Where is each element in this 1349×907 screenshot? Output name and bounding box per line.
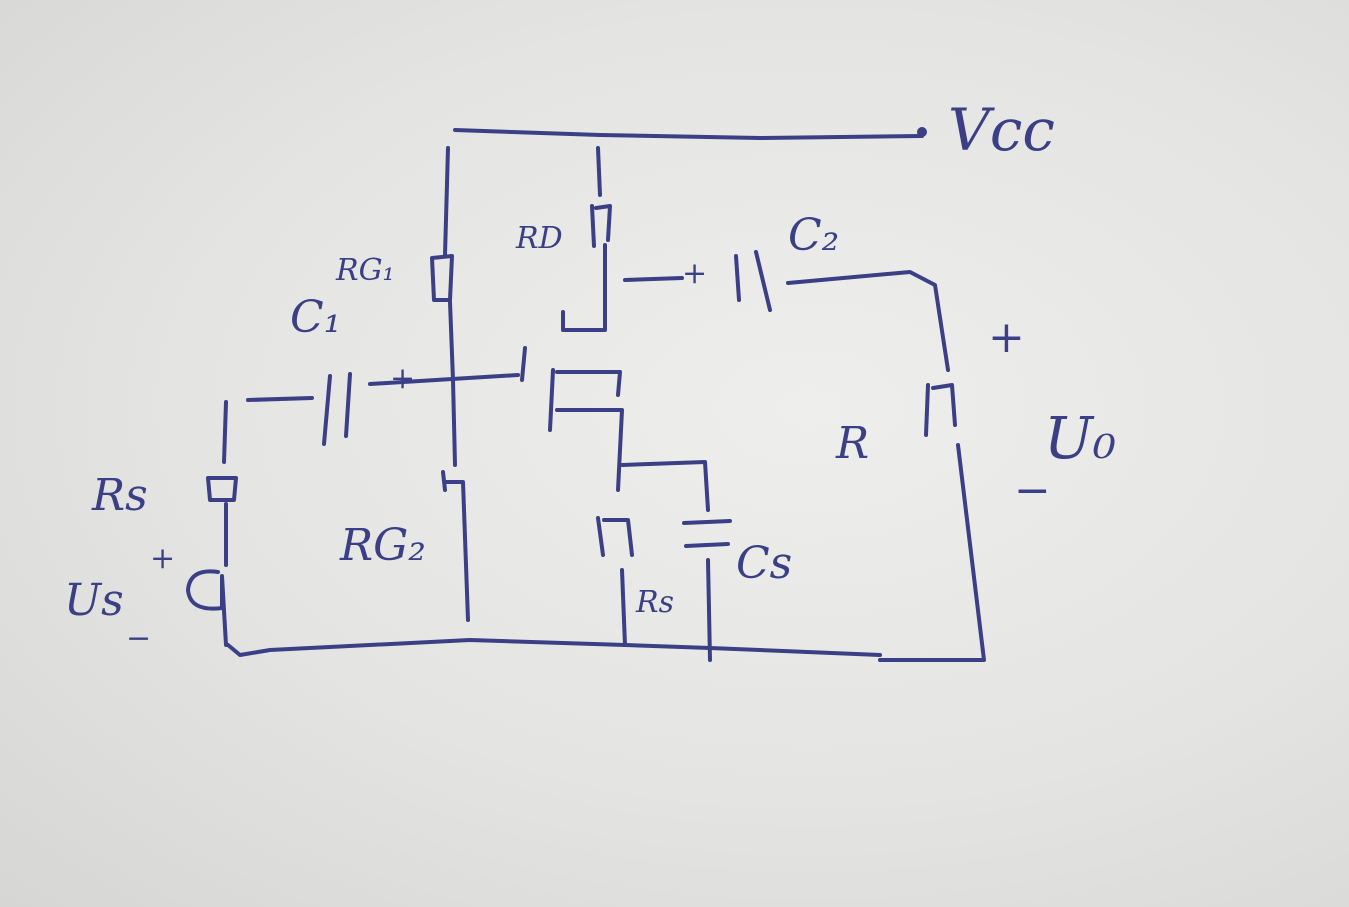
c1-wire-left — [246, 396, 314, 402]
source-wire-top — [222, 400, 228, 464]
gate-wire — [368, 373, 520, 386]
rs-bias-resistor — [596, 516, 634, 557]
rd-to-drain-wire — [561, 243, 607, 332]
uo-minus-sign: − — [1014, 465, 1051, 516]
load-r-label: R — [835, 418, 869, 469]
c2-plate-left — [734, 254, 741, 302]
mosfet-source-lead — [555, 408, 624, 492]
c1-plus-sign: + — [390, 361, 415, 396]
rg2-wire — [451, 378, 457, 467]
mosfet-gate-plate — [520, 346, 527, 382]
rg1-wire-top — [443, 146, 450, 257]
c2-plus-sign: + — [682, 256, 707, 291]
load-wire-bottom — [878, 443, 986, 662]
cs-wire-top — [620, 460, 710, 512]
mosfet-drain-lead — [555, 370, 622, 397]
rg2-label: RG₂ — [339, 520, 426, 571]
rg2-resistor — [441, 470, 470, 622]
vcc-label: Vcc — [948, 96, 1055, 164]
rg1-label: RG₁ — [335, 253, 395, 288]
us-plus-sign: + — [150, 541, 175, 576]
rg1-resistor — [430, 254, 454, 302]
c2-wire-right — [786, 270, 950, 372]
mosfet-channel — [548, 368, 555, 432]
vcc-rail — [453, 128, 924, 140]
cs-plate-bottom — [684, 542, 730, 548]
cs-wire-bottom — [706, 558, 712, 662]
uo-plus-sign: + — [988, 312, 1025, 363]
c2-plate-right — [754, 250, 772, 312]
us-source-symbol — [186, 569, 228, 647]
rd-resistor — [590, 204, 612, 248]
us-minus-sign: − — [126, 621, 151, 656]
c1-plate-left — [322, 374, 332, 446]
ground-rail — [226, 638, 882, 657]
c1-label: C₁ — [290, 292, 341, 343]
rg1-wire-bottom — [448, 300, 455, 382]
cs-label: Cs — [736, 538, 792, 589]
c2-label: C₂ — [788, 210, 839, 261]
us-label: Us — [64, 575, 124, 626]
rd-label: RD — [515, 221, 563, 256]
rs-source-label: Rs — [91, 470, 148, 521]
c2-wire-left — [623, 276, 684, 282]
rs-bias-wire-bottom — [620, 568, 627, 647]
vcc-terminal-dot — [917, 127, 927, 137]
rs-source-resistor — [206, 476, 238, 502]
rs-bias-label: Rs — [635, 585, 674, 620]
c1-plate-right — [344, 372, 352, 438]
rd-wire-top — [596, 146, 602, 197]
load-resistor — [924, 383, 957, 437]
uo-label: U₀ — [1044, 404, 1116, 472]
cs-plate-top — [682, 519, 732, 525]
